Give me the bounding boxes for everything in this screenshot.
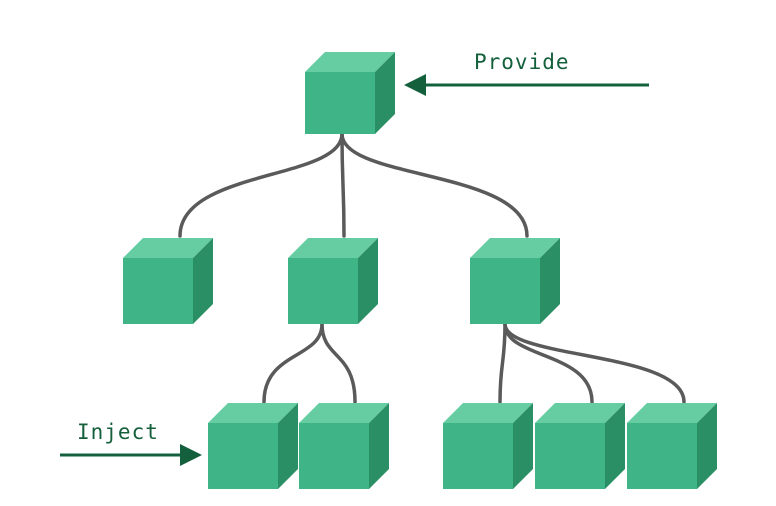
provide-arrow — [404, 74, 649, 96]
arrow-head — [404, 74, 426, 96]
cube-side-face — [375, 52, 395, 134]
inject-arrow — [60, 444, 202, 466]
cube-top-face — [535, 403, 625, 423]
cube-root — [305, 52, 395, 134]
cube-side-face — [697, 403, 717, 489]
cube-front-face — [535, 423, 605, 489]
connector-child-right-to-grandchild-5 — [503, 322, 686, 404]
inject-label: Inject — [77, 420, 159, 444]
cube-child-right — [470, 238, 560, 324]
cube-top-face — [123, 238, 213, 258]
cube-top-face — [470, 238, 560, 258]
cube-top-face — [208, 403, 298, 423]
cube-front-face — [443, 423, 513, 489]
connector-root-to-child-left — [178, 132, 344, 238]
connectors — [178, 132, 686, 404]
cube-grandchild-2 — [299, 403, 389, 489]
cube-top-face — [299, 403, 389, 423]
cube-grandchild-4 — [535, 403, 625, 489]
connector-root-to-child-middle — [340, 132, 346, 238]
cube-side-face — [358, 238, 378, 324]
cube-front-face — [470, 258, 540, 324]
components — [123, 52, 717, 489]
cube-top-face — [305, 52, 395, 72]
cube-top-face — [443, 403, 533, 423]
cube-front-face — [288, 258, 358, 324]
cube-front-face — [123, 258, 193, 324]
connector-child-middle-to-grandchild-1 — [262, 322, 324, 404]
cube-side-face — [605, 403, 625, 489]
connector-child-middle-to-grandchild-2 — [320, 322, 357, 404]
cube-side-face — [513, 403, 533, 489]
cube-side-face — [540, 238, 560, 324]
cube-front-face — [305, 72, 375, 134]
arrow-head — [180, 444, 202, 466]
cube-grandchild-5 — [627, 403, 717, 489]
cube-side-face — [369, 403, 389, 489]
cube-side-face — [278, 403, 298, 489]
cube-front-face — [208, 423, 278, 489]
cube-front-face — [627, 423, 697, 489]
connector-root-to-child-right — [340, 132, 529, 238]
provide-label: Provide — [474, 50, 570, 74]
cube-top-face — [288, 238, 378, 258]
cube-side-face — [193, 238, 213, 324]
cube-child-middle — [288, 238, 378, 324]
connector-child-right-to-grandchild-4 — [503, 322, 594, 404]
arrows — [60, 74, 649, 466]
cube-top-face — [627, 403, 717, 423]
cube-grandchild-1 — [208, 403, 298, 489]
cube-child-left — [123, 238, 213, 324]
connector-child-right-to-grandchild-3 — [498, 322, 507, 404]
cube-front-face — [299, 423, 369, 489]
cube-grandchild-3 — [443, 403, 533, 489]
